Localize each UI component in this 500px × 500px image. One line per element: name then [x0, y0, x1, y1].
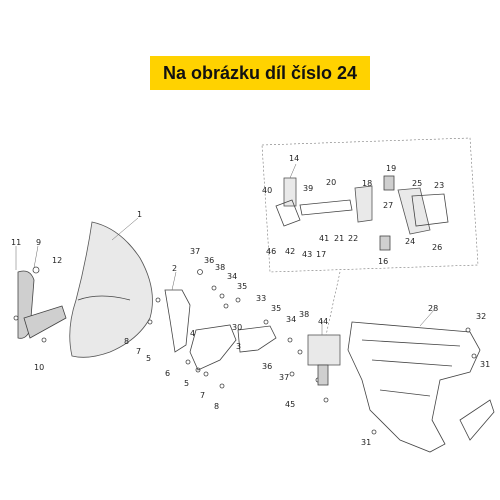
callout-7b: 7 [200, 391, 205, 400]
fasteners [13, 266, 477, 435]
callout-3: 3 [236, 342, 241, 351]
banner-text: Na obrázku díl číslo 24 [162, 62, 358, 83]
callout-8b: 8 [214, 402, 219, 411]
mount-bracket-center[interactable] [189, 324, 237, 371]
mount-bracket-left[interactable] [164, 289, 191, 353]
callout-45: 45 [285, 400, 295, 409]
callout-37a: 37 [190, 247, 200, 256]
callout-6: 6 [165, 369, 170, 378]
callout-39: 39 [303, 184, 313, 193]
callout-10: 10 [34, 363, 44, 372]
callout-19: 19 [386, 164, 396, 173]
callout-36a: 36 [204, 256, 214, 265]
callout-31a: 31 [480, 360, 490, 369]
actuator-rod[interactable] [317, 364, 329, 386]
callout-5a: 5 [146, 354, 151, 363]
callout-2: 2 [172, 264, 177, 273]
callout-38a: 38 [215, 263, 225, 272]
slider-block[interactable] [354, 185, 373, 223]
callout-20: 20 [326, 178, 336, 187]
callout-44: 44 [318, 317, 328, 326]
callout-34b: 34 [286, 315, 296, 324]
windscreen-edge [77, 295, 131, 301]
threaded-shaft[interactable] [299, 199, 353, 216]
callout-5b: 5 [184, 379, 189, 388]
guide-block-top[interactable] [383, 175, 395, 191]
callout-34a: 34 [227, 272, 237, 281]
detail-box-outline [261, 137, 479, 273]
callout-14: 14 [289, 154, 299, 163]
frame-bracket-right[interactable] [459, 399, 495, 441]
support-frame[interactable] [411, 193, 449, 227]
callout-35a: 35 [237, 282, 247, 291]
actuator-assembly[interactable] [307, 334, 341, 366]
callout-16: 16 [378, 257, 388, 266]
callout-25: 25 [412, 179, 422, 188]
callout-27: 27 [383, 201, 393, 210]
callout-18: 18 [362, 179, 372, 188]
callout-4: 4 [190, 329, 195, 338]
motor-unit[interactable] [283, 177, 297, 207]
guide-block-bottom[interactable] [379, 235, 391, 251]
frame-crossbars [361, 339, 461, 397]
callout-1: 1 [137, 210, 142, 219]
callout-11: 11 [11, 238, 21, 247]
callout-40: 40 [262, 186, 272, 195]
callout-30: 30 [232, 323, 242, 332]
part-number-banner: Na obrázku díl číslo 24 [150, 56, 370, 90]
callout-24: 24 [405, 237, 415, 246]
detail-box-pointer [324, 271, 341, 341]
callout-7a: 7 [136, 347, 141, 356]
callout-21: 21 [334, 234, 344, 243]
callout-46: 46 [266, 247, 276, 256]
callout-37b: 37 [279, 373, 289, 382]
callout-32: 32 [476, 312, 486, 321]
callout-36b: 36 [262, 362, 272, 371]
support-frame-main[interactable] [347, 321, 481, 453]
callout-26: 26 [432, 243, 442, 252]
callout-17: 17 [316, 250, 326, 259]
callout-labels: 1 2 3 4 5 5 6 7 7 8 8 9 10 11 12 14 16 1… [11, 154, 490, 447]
callout-35b: 35 [271, 304, 281, 313]
side-panel[interactable] [23, 305, 67, 339]
callout-12: 12 [52, 256, 62, 265]
callout-38b: 38 [299, 310, 309, 319]
callout-41: 41 [319, 234, 329, 243]
callout-22: 22 [348, 234, 358, 243]
motor-bracket[interactable] [275, 199, 301, 227]
callout-8a: 8 [124, 337, 129, 346]
callout-42: 42 [285, 247, 295, 256]
leader-lines [15, 163, 435, 335]
callout-43: 43 [302, 250, 312, 259]
windscreen[interactable] [69, 221, 153, 358]
callout-33: 33 [256, 294, 266, 303]
mount-bracket-right[interactable] [237, 325, 277, 353]
callout-31b: 31 [361, 438, 371, 447]
callout-9: 9 [36, 238, 41, 247]
callout-28: 28 [428, 304, 438, 313]
callout-23: 23 [434, 181, 444, 190]
